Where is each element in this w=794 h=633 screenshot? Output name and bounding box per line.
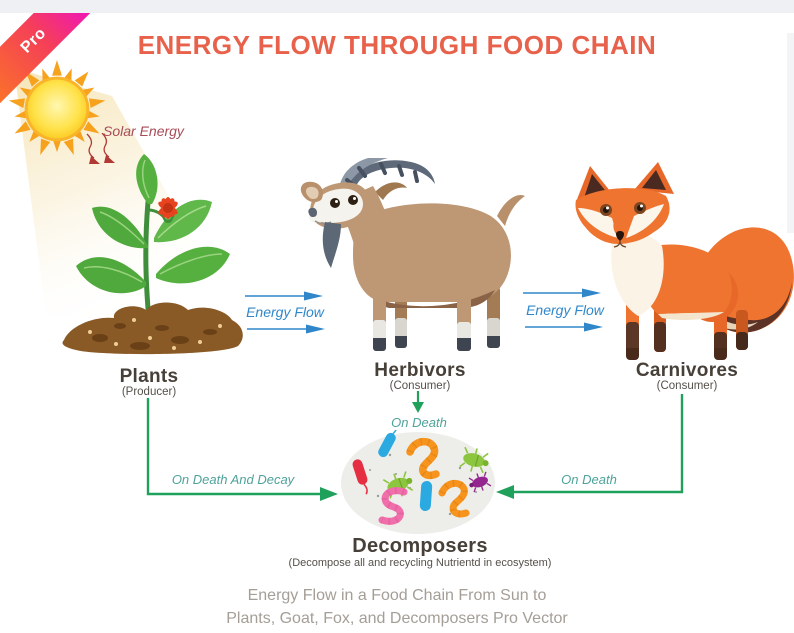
decomposers-illustration bbox=[341, 430, 495, 534]
plants-role: (Producer) bbox=[121, 386, 177, 398]
energy-flow-label-1: Energy Flow bbox=[246, 304, 324, 320]
solar-energy-label: Solar Energy bbox=[103, 123, 184, 139]
decomposers-role: (Decompose all and recycling Nutrientd i… bbox=[288, 557, 552, 569]
on-death-and-decay-label: On Death And Decay bbox=[171, 472, 295, 487]
carnivores-label: Carnivores bbox=[635, 360, 739, 381]
adjacent-card-edge bbox=[787, 33, 794, 233]
fox-illustration bbox=[575, 162, 794, 360]
vector-title-line-1[interactable]: Energy Flow in a Food Chain From Sun to bbox=[247, 587, 547, 604]
on-death-label-center: On Death bbox=[391, 415, 447, 430]
page-title: ENERGY FLOW THROUGH FOOD CHAIN bbox=[137, 30, 657, 60]
plants-label: Plants bbox=[119, 366, 179, 387]
page-top-strip bbox=[0, 0, 794, 13]
flower bbox=[158, 197, 178, 223]
energy-flow-arrow bbox=[525, 322, 603, 332]
sun-icon bbox=[8, 60, 106, 156]
carnivores-role: (Consumer) bbox=[656, 380, 718, 392]
energy-flow-arrow bbox=[245, 291, 323, 301]
plant-illustration bbox=[62, 154, 243, 355]
on-death-arrow-right bbox=[496, 394, 684, 499]
pro-ribbon-band: Pro bbox=[0, 13, 105, 112]
on-death-label-right: On Death bbox=[561, 472, 617, 487]
energy-flow-arrow bbox=[247, 324, 325, 334]
herbivores-role: (Consumer) bbox=[389, 380, 451, 392]
solar-rays-arrows bbox=[86, 133, 115, 164]
decomposers-label: Decomposers bbox=[352, 535, 488, 557]
on-death-and-decay-arrow bbox=[146, 398, 338, 501]
pro-ribbon: Pro bbox=[0, 13, 112, 125]
energy-flow-label-2: Energy Flow bbox=[526, 302, 604, 318]
herbivores-label: Herbivors bbox=[374, 360, 466, 381]
goat-illustration bbox=[300, 158, 525, 351]
pro-badge-label: Pro bbox=[17, 24, 50, 57]
on-death-arrow-center bbox=[412, 391, 424, 413]
vector-title-line-2[interactable]: Plants, Goat, Fox, and Decomposers Pro V… bbox=[226, 610, 568, 627]
energy-flow-arrow bbox=[523, 288, 601, 298]
